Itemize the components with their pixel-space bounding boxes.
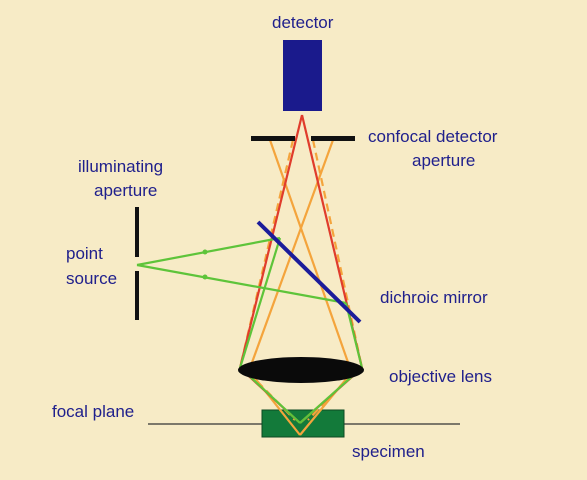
illuminating-aperture-label-line1: illuminating — [78, 157, 164, 176]
green-ray-focus-right — [299, 371, 358, 424]
green-ray-upper — [136, 236, 281, 267]
orange-ray-1 — [268, 139, 352, 369]
illuminating-aperture-top — [135, 207, 139, 257]
objective-lens-shape — [238, 357, 364, 383]
red-ray-left — [238, 114, 304, 369]
green-arrow-lower — [202, 274, 208, 280]
point-source-label-line1: point — [66, 244, 103, 263]
green-rays — [136, 236, 364, 424]
objective-lens-label: objective lens — [389, 367, 493, 386]
green-ray-down-right — [344, 302, 364, 369]
illuminating-aperture-label-line2: aperture — [94, 181, 158, 200]
illuminating-aperture-bottom — [135, 271, 139, 320]
detector-label: detector — [272, 13, 334, 32]
confocal-aperture-label-line2: aperture — [412, 151, 476, 170]
green-ray-down-left — [238, 237, 282, 369]
confocal-aperture-label-line1: confocal detector — [368, 127, 498, 146]
detector-box — [283, 40, 322, 111]
dichroic-mirror-label: dichroic mirror — [380, 288, 488, 307]
confocal-aperture-right — [311, 136, 355, 141]
orange-ray-4 — [299, 371, 353, 436]
focal-plane-label: focal plane — [52, 402, 135, 421]
green-arrow-upper — [202, 249, 208, 255]
green-ray-lower — [136, 263, 347, 305]
orange-ray-3 — [249, 371, 301, 436]
illuminating-aperture — [135, 207, 139, 320]
green-ray-focus-left — [244, 371, 301, 424]
specimen-label: specimen — [352, 442, 425, 461]
dichroic-mirror-shape — [256, 220, 362, 324]
confocal-aperture-left — [251, 136, 295, 141]
confocal-aperture — [251, 136, 355, 141]
point-source-label-line2: source — [66, 269, 118, 288]
